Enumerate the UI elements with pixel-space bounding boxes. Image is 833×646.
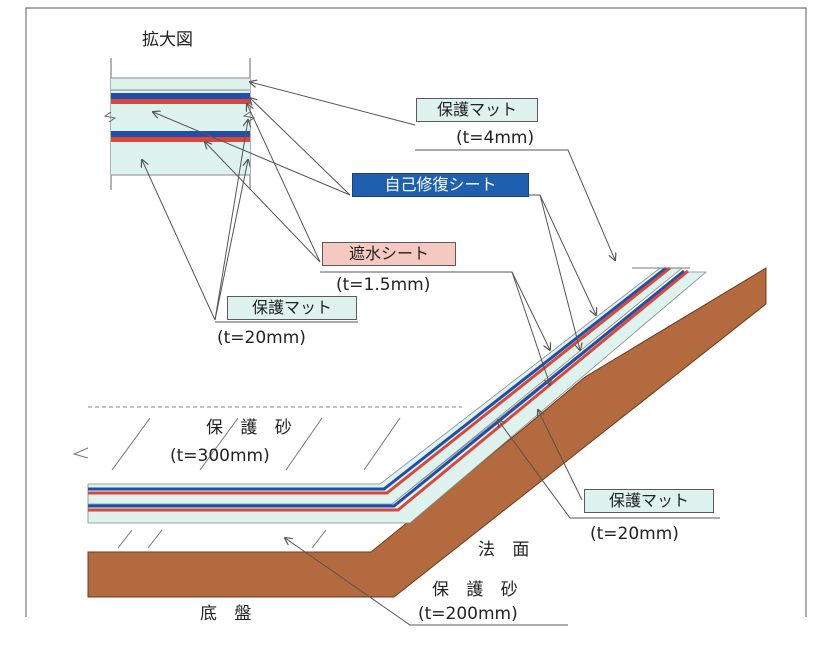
- callout-protection-mat-right: 保護マット: [584, 489, 714, 513]
- protective-sand-top-label: 保 護 砂: [206, 418, 298, 438]
- protective-sand-bottom-thickness: (t=200mm): [418, 604, 518, 624]
- callout-self-repair-sheet: 自己修復シート: [352, 173, 529, 197]
- callout-waterproof-sheet-thickness: (t=1.5mm): [336, 275, 431, 295]
- detail-waterproof-sheet-lower: [111, 137, 250, 142]
- detail-self-repair-sheet-lower: [111, 131, 250, 137]
- callout-waterproof-sheet: 遮水シート: [322, 242, 456, 266]
- leader-lines: [142, 82, 720, 626]
- protective-sand-top-thickness: (t=300mm): [170, 446, 270, 466]
- detail-break-mark-left: [103, 111, 117, 123]
- enlarged-detail: [103, 58, 256, 190]
- callout-protection-mat-thin-thickness: (t=4mm): [456, 128, 535, 148]
- callout-protection-mat-right-thickness: (t=20mm): [590, 524, 679, 544]
- detail-self-repair-sheet-upper: [111, 93, 250, 99]
- protective-sand-bottom-label: 保 護 砂: [432, 580, 524, 600]
- detail-protection-mat: [111, 78, 250, 175]
- enlarged-view-label: 拡大図: [142, 30, 193, 50]
- base-label: 底 盤: [200, 604, 258, 624]
- break-mark: [72, 447, 89, 459]
- self-repair-sheet-upper: [88, 266, 667, 491]
- callout-protection-mat-thin: 保護マット: [416, 98, 538, 122]
- sand-hatching: [111, 417, 401, 549]
- self-repair-sheet-lower: [88, 269, 685, 508]
- diagram-frame: [25, 7, 807, 617]
- callout-protection-mat-left: 保護マット: [227, 296, 357, 320]
- slope-label: 法 面: [478, 540, 536, 560]
- detail-waterproof-sheet-upper: [111, 99, 250, 104]
- waterproof-sheet-lower: [88, 269, 689, 512]
- callout-protection-mat-left-thickness: (t=20mm): [217, 328, 306, 348]
- ground-soil: [87, 267, 767, 598]
